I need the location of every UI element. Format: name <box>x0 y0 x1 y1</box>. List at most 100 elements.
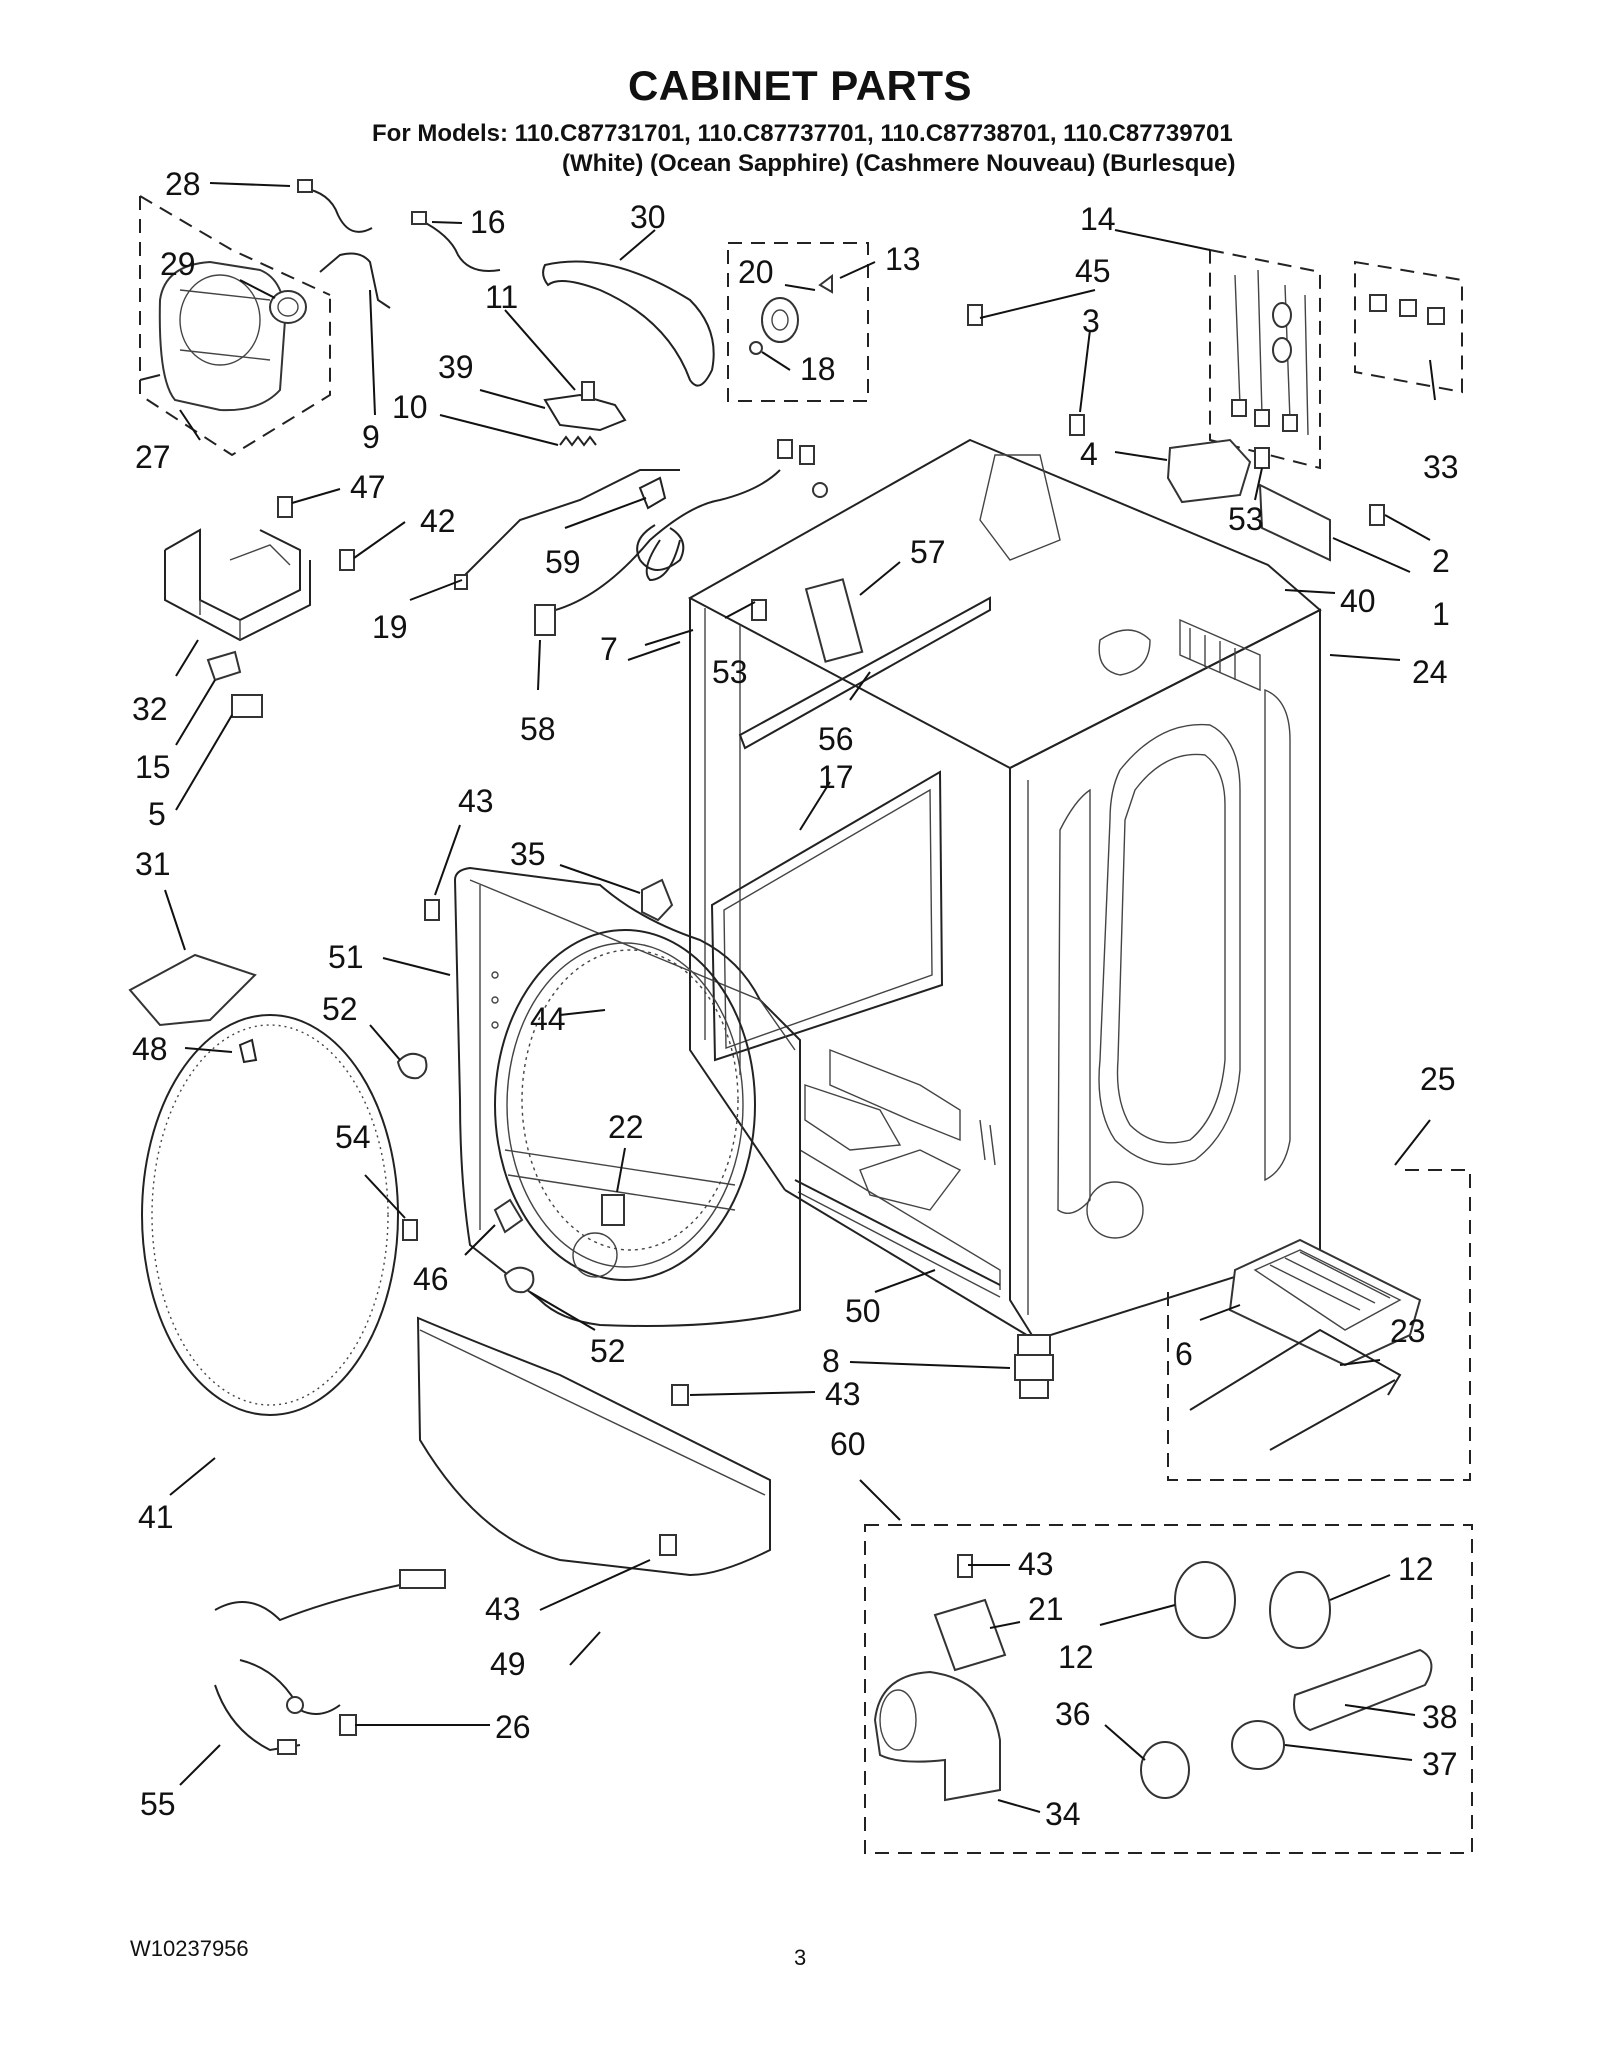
part-11-bolt <box>581 381 595 401</box>
callout-49: 49 <box>490 1646 526 1682</box>
callout-20: 20 <box>738 254 774 290</box>
part-6-lint-filter <box>1228 1238 1422 1367</box>
callout-21: 21 <box>1028 1591 1064 1627</box>
part-27-motor <box>139 260 287 412</box>
callout-35: 35 <box>510 836 546 872</box>
callout-26: 26 <box>495 1709 531 1745</box>
part-57-board <box>804 578 864 663</box>
callout-58: 58 <box>520 711 556 747</box>
callout-17: 17 <box>818 759 854 795</box>
callout-56: 56 <box>818 721 854 757</box>
part-1-cover <box>1258 483 1331 562</box>
callout-52b: 52 <box>590 1333 626 1369</box>
part-33-connectors <box>1369 294 1445 325</box>
part-52-clamp-upper <box>396 1052 428 1080</box>
cabinet-body <box>687 438 1322 1342</box>
part-49-toe-panel <box>416 1316 771 1577</box>
callout-19: 19 <box>372 609 408 645</box>
callout-22: 22 <box>608 1109 644 1145</box>
part-7-ring-terminal <box>812 482 828 498</box>
leader-lines <box>164 182 1436 1813</box>
part-7-connector-b <box>799 445 815 465</box>
callout-40: 40 <box>1340 583 1376 619</box>
callout-7: 7 <box>600 631 618 667</box>
part-22-latch <box>601 1194 625 1226</box>
part-56-bracket <box>738 596 991 750</box>
callout-42: 42 <box>420 503 456 539</box>
callout-5: 5 <box>148 796 166 832</box>
part-15-clip <box>206 650 242 682</box>
part-14-terminal-kit <box>1231 269 1309 436</box>
part-41-seal-ring <box>141 1014 399 1416</box>
callout-15: 15 <box>135 749 171 785</box>
callout-8: 8 <box>822 1343 840 1379</box>
document-number: W10237956 <box>130 1936 249 1961</box>
callout-47: 47 <box>350 469 386 505</box>
callout-31: 31 <box>135 846 171 882</box>
part-35-catch <box>641 878 674 922</box>
callout-46: 46 <box>413 1261 449 1297</box>
callout-34: 34 <box>1045 1796 1081 1832</box>
part-4-terminal-block <box>1166 438 1252 504</box>
callout-28: 28 <box>165 166 201 202</box>
part-7-harness-loop <box>636 524 685 571</box>
part-59-clip <box>638 476 667 510</box>
callout-36: 36 <box>1055 1696 1091 1732</box>
callout-60: 60 <box>830 1426 866 1462</box>
part-16-connector <box>411 211 427 225</box>
part-10-spring <box>559 435 597 447</box>
callout-37: 37 <box>1422 1746 1458 1782</box>
callout-6: 6 <box>1175 1336 1193 1372</box>
callout-43b: 43 <box>825 1376 861 1412</box>
part-23-wire-guide <box>1189 1328 1402 1451</box>
part-55-plug <box>277 1739 297 1755</box>
callout-13: 13 <box>885 241 921 277</box>
callout-43a: 43 <box>458 783 494 819</box>
part-20-idler-pulley <box>761 274 833 343</box>
part-39-idler-arm <box>543 393 627 432</box>
callout-11: 11 <box>485 279 518 315</box>
part-30-belt <box>542 260 715 387</box>
part-16-wire <box>419 219 501 272</box>
part-38-duct <box>1293 1648 1433 1732</box>
part-46-strike <box>493 1198 524 1234</box>
callout-44: 44 <box>530 1001 566 1037</box>
models-line: For Models: 110.C87731701, 110.C87737701… <box>372 120 1233 147</box>
part-32-motor-mount <box>164 528 311 642</box>
screws <box>277 304 1385 1736</box>
callout-24: 24 <box>1412 654 1448 690</box>
callout-50: 50 <box>845 1293 881 1329</box>
callout-23: 23 <box>1390 1313 1426 1349</box>
part-28-wire <box>301 187 373 233</box>
callout-57: 57 <box>910 534 946 570</box>
callout-52a: 52 <box>322 991 358 1027</box>
callout-48: 48 <box>132 1031 168 1067</box>
callout-54: 54 <box>335 1119 371 1155</box>
callout-41: 41 <box>138 1499 174 1535</box>
model-variants-line: (White) (Ocean Sapphire) (Cashmere Nouve… <box>562 150 1236 177</box>
part-8-leveling-leg <box>1014 1334 1054 1399</box>
page-title: CABINET PARTS <box>627 62 973 109</box>
callout-labels: 28 16 30 20 13 29 11 18 39 10 9 27 47 42… <box>132 166 1459 1832</box>
part-58-plug <box>534 604 556 636</box>
callout-59: 59 <box>545 544 581 580</box>
part-9-motor-strap <box>319 252 391 309</box>
part-5-switch <box>231 694 263 718</box>
callout-1: 1 <box>1432 596 1450 632</box>
part-55-main-harness <box>214 1569 441 1752</box>
callout-51: 51 <box>328 939 364 975</box>
callout-55: 55 <box>140 1786 176 1822</box>
part-12-vent-cap-right <box>1269 1571 1331 1649</box>
callout-12b: 12 <box>1398 1551 1434 1587</box>
part-52-clamp-lower <box>503 1266 535 1294</box>
callout-3: 3 <box>1082 303 1100 339</box>
callout-39: 39 <box>438 349 474 385</box>
part-7-connector <box>777 439 793 459</box>
part-55-connector <box>399 1569 446 1589</box>
callout-32: 32 <box>132 691 168 727</box>
callout-10: 10 <box>392 389 428 425</box>
part-18-washer <box>749 341 763 355</box>
callout-29: 29 <box>160 246 196 282</box>
callout-18: 18 <box>800 351 836 387</box>
